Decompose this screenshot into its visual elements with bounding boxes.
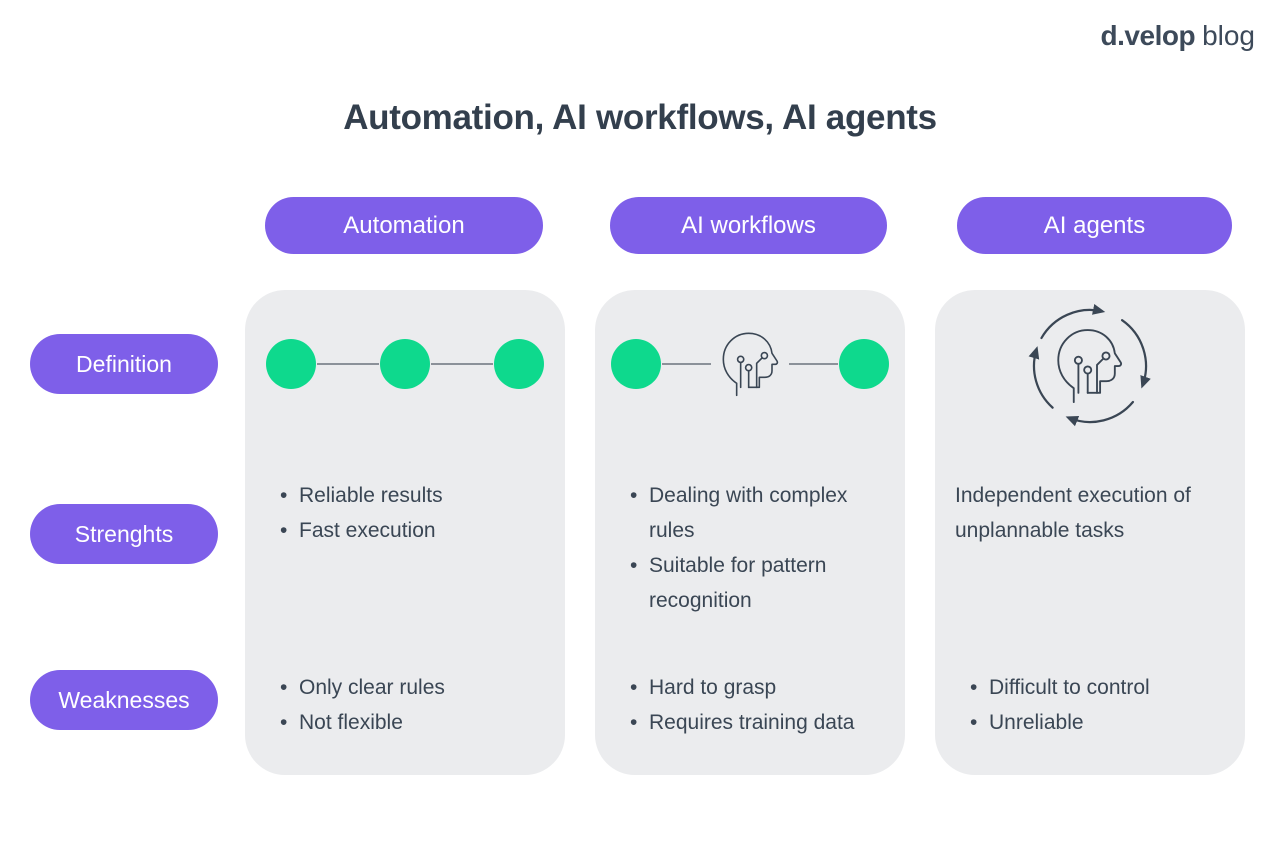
- list-item: Not flexible: [278, 705, 557, 740]
- page-title: Automation, AI workflows, AI agents: [343, 98, 937, 137]
- automation-strengths-list: Reliable results Fast execution: [245, 478, 565, 548]
- automation-weaknesses-list: Only clear rules Not flexible: [245, 670, 565, 740]
- ai-agents-definition-icon: [935, 296, 1245, 436]
- column-header-automation: Automation: [265, 197, 543, 254]
- green-dot-icon: [494, 339, 544, 389]
- ai-agents-weaknesses-list: Difficult to control Unreliable: [935, 670, 1245, 740]
- card-automation: Reliable results Fast execution Only cle…: [245, 290, 565, 775]
- row-label-weaknesses: Weaknesses: [30, 670, 218, 730]
- row-label-definition: Definition: [30, 334, 218, 394]
- card-ai-workflows: Dealing with complex rules Suitable for …: [595, 290, 905, 775]
- card-ai-agents: Independent execution of unplannable tas…: [935, 290, 1245, 775]
- list-item: Requires training data: [628, 705, 897, 740]
- row-label-strenghts: Strenghts: [30, 504, 218, 564]
- connector-line: [662, 363, 711, 365]
- green-dot-icon: [611, 339, 661, 389]
- green-dot-icon: [266, 339, 316, 389]
- list-item: Only clear rules: [278, 670, 557, 705]
- ai-head-cycle-icon: [1028, 303, 1151, 427]
- column-header-ai-workflows: AI workflows: [610, 197, 887, 254]
- list-item: Unreliable: [968, 705, 1237, 740]
- list-item: Suitable for pattern recognition: [628, 548, 897, 618]
- ai-agents-strengths-text: Independent execution of unplannable tas…: [955, 484, 1191, 542]
- ai-head-icon: [722, 332, 779, 397]
- list-item: Reliable results: [278, 478, 557, 513]
- green-dot-icon: [380, 339, 430, 389]
- list-item: Fast execution: [278, 513, 557, 548]
- connector-line: [789, 363, 838, 365]
- column-header-ai-agents: AI agents: [957, 197, 1232, 254]
- logo-brand-text: d.velop: [1100, 20, 1196, 51]
- green-dot-icon: [839, 339, 889, 389]
- ai-workflows-weaknesses-list: Hard to grasp Requires training data: [595, 670, 905, 740]
- list-item: Difficult to control: [968, 670, 1237, 705]
- ai-workflows-strengths-list: Dealing with complex rules Suitable for …: [595, 478, 905, 618]
- connector-line: [431, 363, 493, 365]
- connector-line: [317, 363, 379, 365]
- logo-suffix-text: blog: [1202, 20, 1255, 51]
- ai-workflows-definition-icon: [595, 324, 905, 404]
- list-item: Dealing with complex rules: [628, 478, 897, 548]
- automation-definition-icon: [245, 324, 565, 404]
- list-item: Hard to grasp: [628, 670, 897, 705]
